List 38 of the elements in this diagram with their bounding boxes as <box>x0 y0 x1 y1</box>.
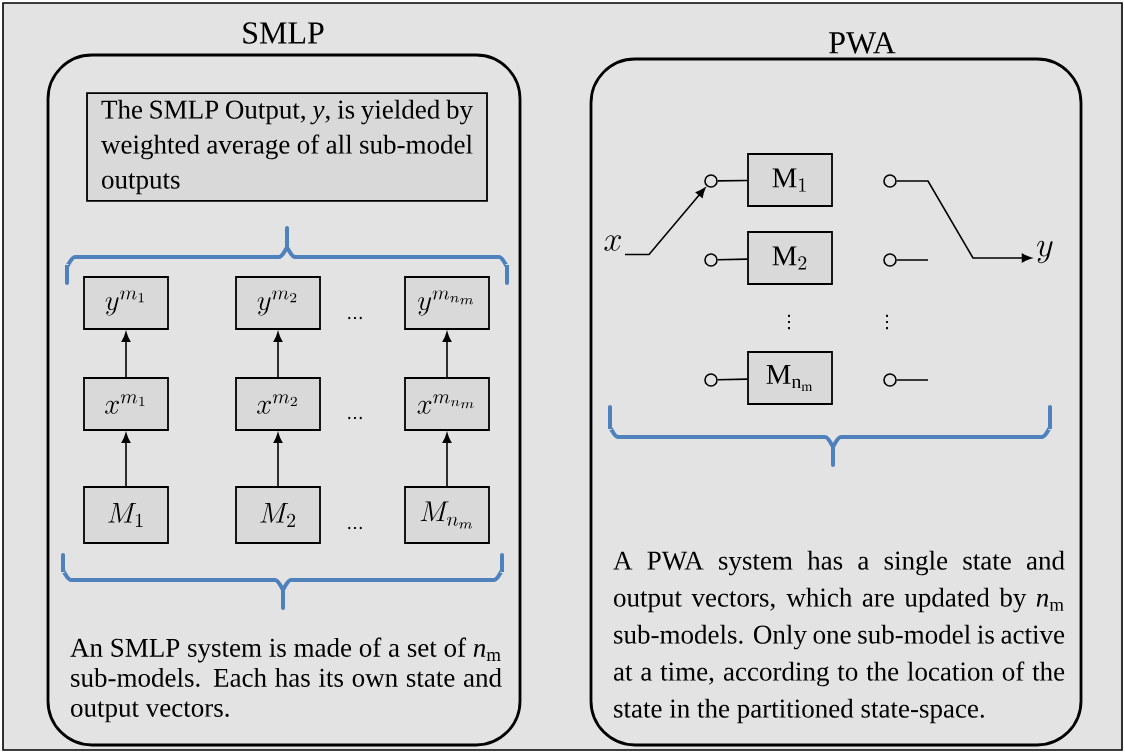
arrow <box>442 433 452 487</box>
model-box: $\mathrm{M}_1$ <box>747 153 833 207</box>
model-box: $x^{m_1}$ <box>83 377 169 431</box>
output-box: The SMLP Output, y, is yielded by weighted average of all sub-model outputs <box>86 92 488 202</box>
arrow <box>896 180 1032 263</box>
signal-label: $y$ <box>1037 240 1053 264</box>
ellipsis: ⋮ <box>886 314 888 330</box>
switch-terminal <box>883 373 897 387</box>
arrow <box>121 332 131 378</box>
ellipsis: ... <box>348 316 362 320</box>
switch-terminal <box>704 253 718 267</box>
switch-terminal <box>704 174 718 188</box>
model-box: $y^{m_{n_m}}$ <box>404 276 490 330</box>
panel-title: PWA <box>829 32 896 54</box>
ellipsis: ... <box>348 416 362 420</box>
arrow <box>121 433 131 487</box>
model-box: $\mathrm{M}_2$ <box>747 231 833 285</box>
arrow <box>273 433 283 487</box>
model-box: $x^{m_2}$ <box>235 377 321 431</box>
model-box: $M_2$ <box>235 486 321 544</box>
switch-terminal <box>883 174 897 188</box>
model-box: $M_1$ <box>83 486 169 544</box>
model-box: $x^{m_{n_m}}$ <box>404 377 490 431</box>
description-text: A PWA system has a single state and output vectors, which are updated by n$_{m}$ sub-models. Only one sub-model is active at a time, according to the location of the state in the partitioned state-space. <box>613 550 1065 724</box>
arrow <box>442 332 452 378</box>
arrow <box>273 332 283 378</box>
model-box: $M_{n_m}$ <box>404 486 490 544</box>
signal-label: $x$ <box>604 235 622 251</box>
panel-title: SMLP <box>243 22 324 44</box>
switch-terminal <box>883 253 897 267</box>
description-text: An SMLP system is made of a set of n$_{m}$ sub-models. Each has its own state and output vectors. <box>70 637 502 723</box>
arrow <box>624 187 706 256</box>
model-box: $y^{m_2}$ <box>235 276 321 330</box>
ellipsis: ... <box>348 526 362 530</box>
switch-terminal <box>704 373 718 387</box>
ellipsis: ⋮ <box>788 314 790 330</box>
model-box: $\mathrm{M}_{\mathrm{n_m}}$ <box>747 351 833 405</box>
model-box: $y^{m_1}$ <box>83 276 169 330</box>
